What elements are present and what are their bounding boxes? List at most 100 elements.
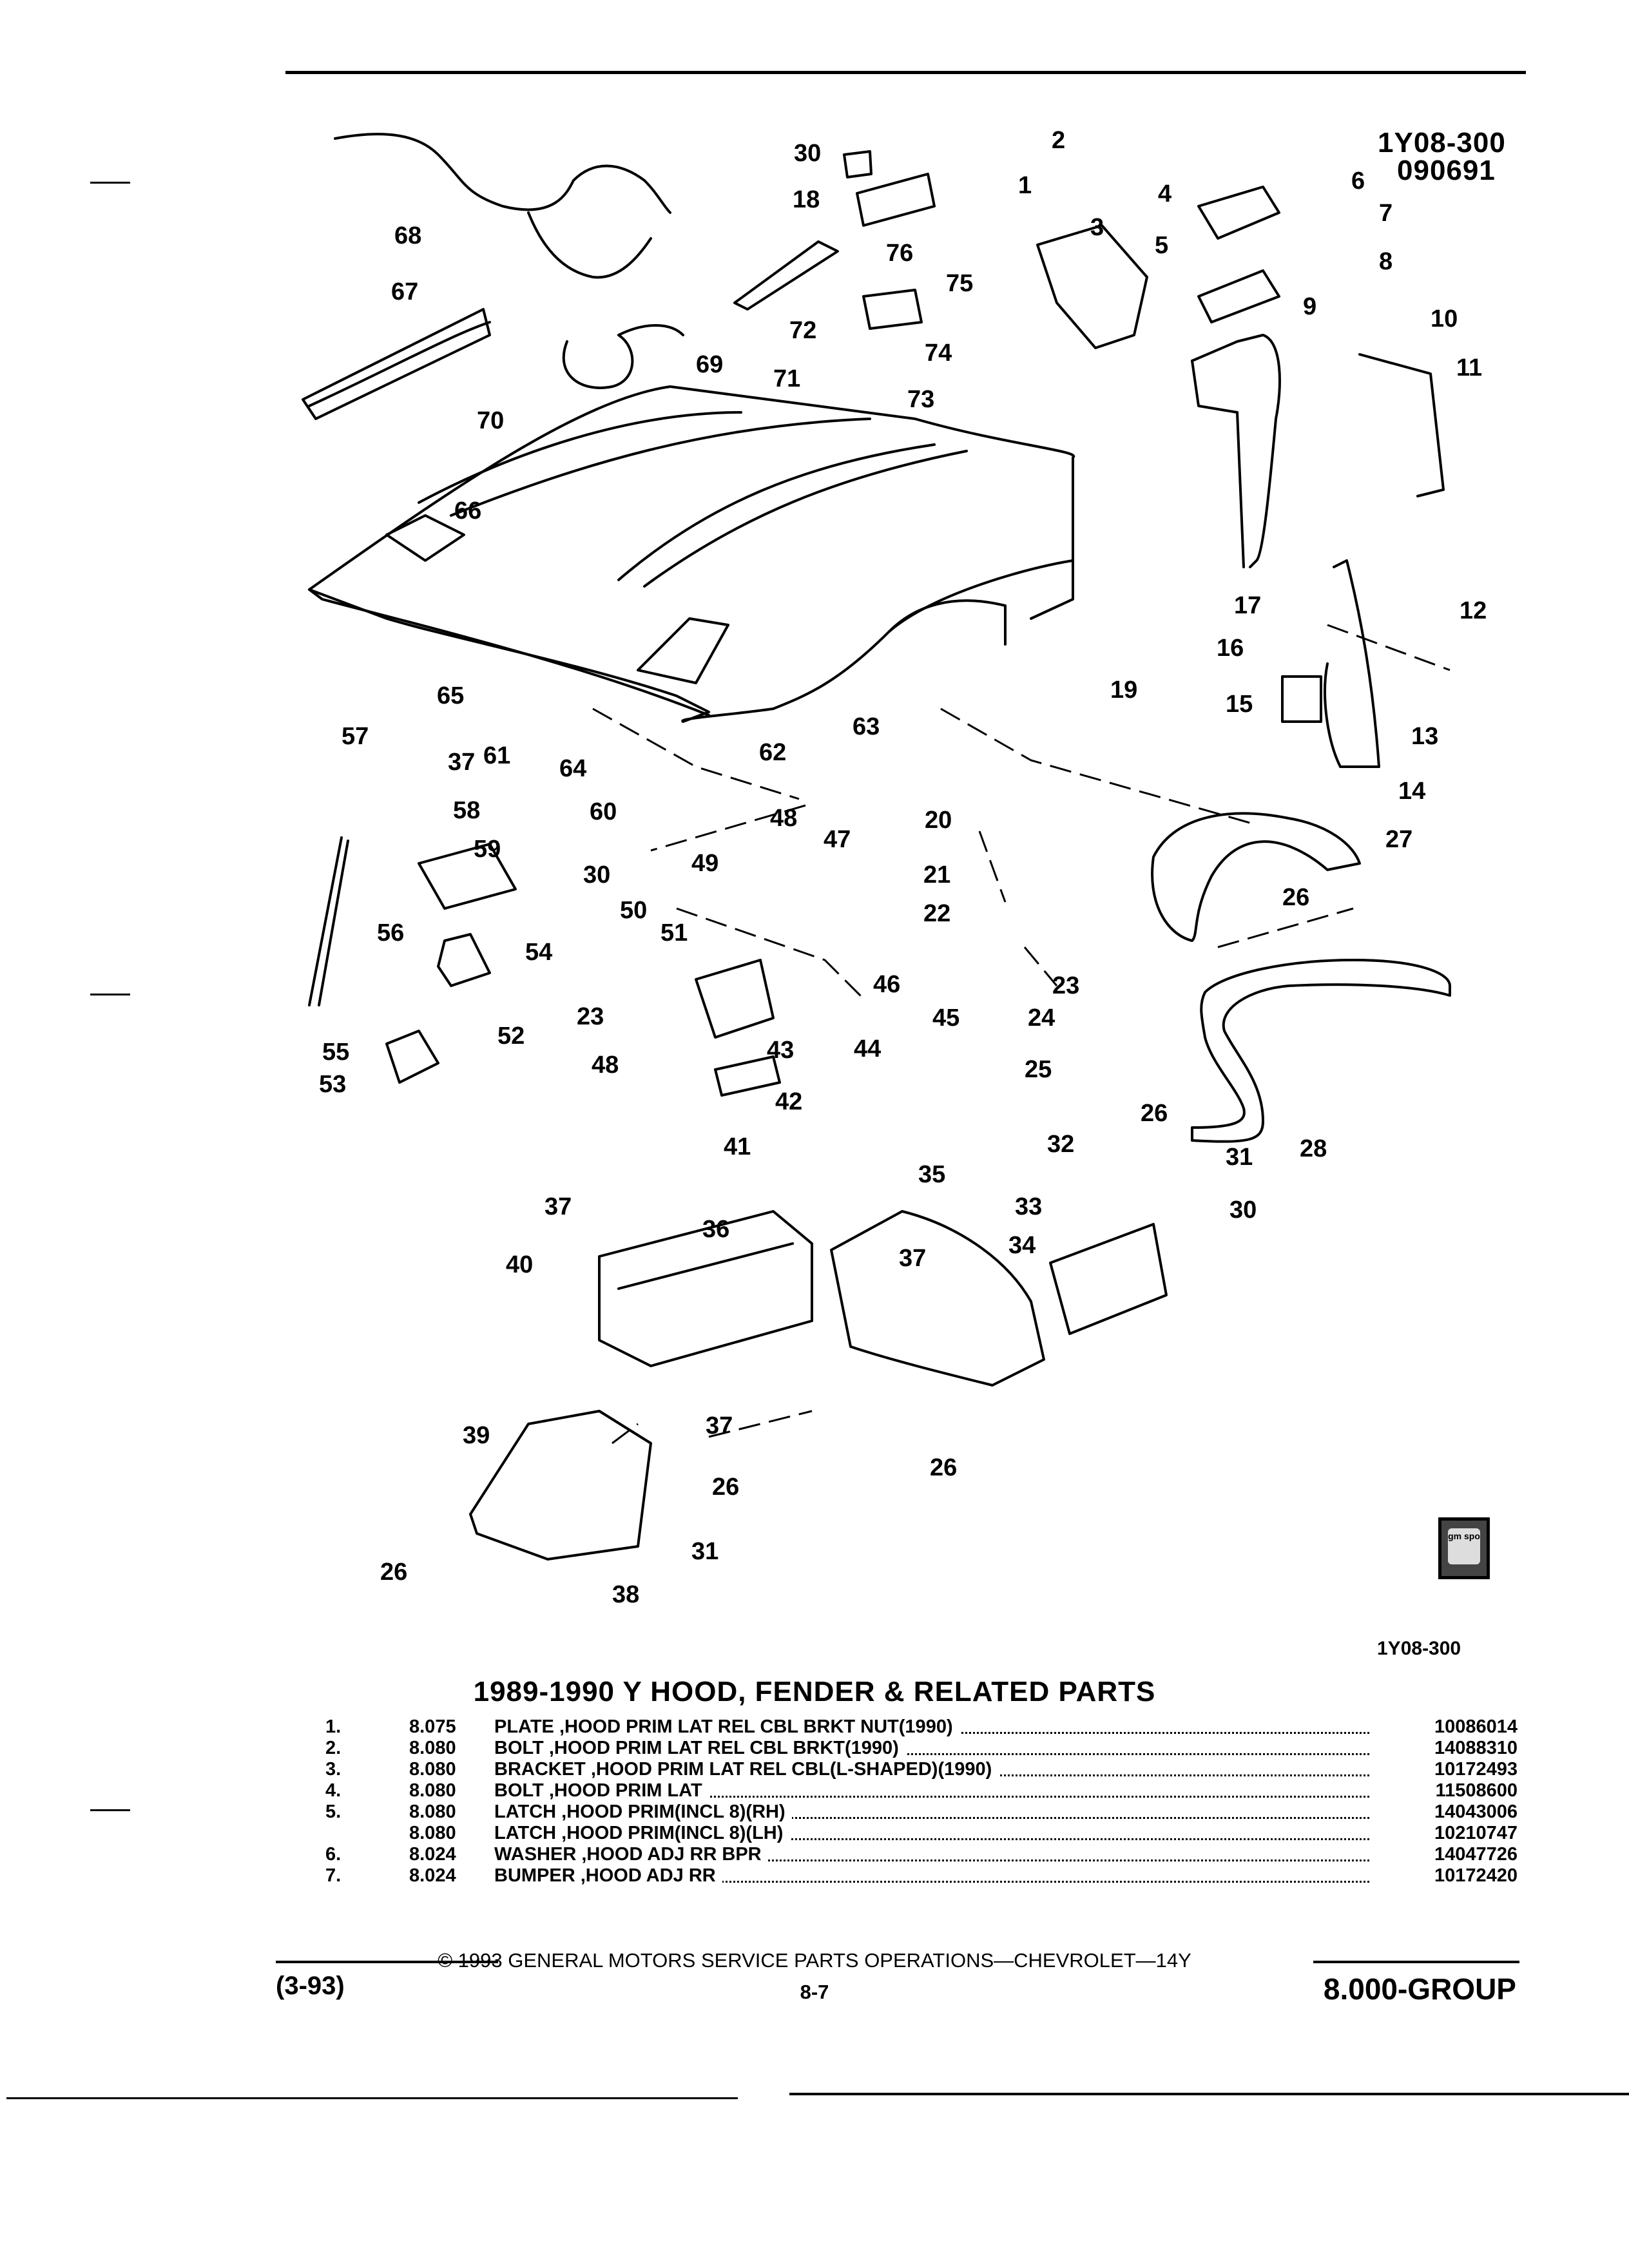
callout-48b: 48 [592,1052,619,1079]
part-number: 14088310 [1371,1738,1518,1759]
callout-43: 43 [767,1037,794,1064]
part-description: BOLT ,HOOD PRIM LAT REL CBL BRKT(1990) [494,1738,905,1759]
callout-67: 67 [391,278,418,305]
callout-71: 71 [773,365,800,392]
callout-26b: 26 [1141,1100,1168,1127]
part-code: 8.080 [409,1759,456,1780]
callout-73: 73 [907,386,934,413]
part-description: BRACKET ,HOOD PRIM LAT REL CBL(L-SHAPED)… [494,1759,999,1780]
gm-spo-logo-text: gm spo [1448,1528,1480,1564]
callout-59: 59 [474,836,501,863]
callout-76: 76 [886,240,913,267]
callout-75: 75 [946,270,973,297]
callout-54: 54 [525,939,552,966]
callout-19: 19 [1110,677,1137,704]
callout-27: 27 [1385,826,1412,853]
callout-17: 17 [1234,592,1261,619]
callout-33: 33 [1015,1193,1042,1220]
callout-30b: 30 [583,861,610,889]
parts-list: 1. 8.075 PLATE ,HOOD PRIM LAT REL CBL BR… [325,1716,1518,1887]
margin-mark [90,994,130,995]
callout-56: 56 [377,919,404,947]
copyright-line: © 1993 GENERAL MOTORS SERVICE PARTS OPER… [438,1949,1191,1972]
part-code: 8.024 [409,1865,456,1886]
callout-68: 68 [394,222,421,249]
section-title: 1989-1990 Y HOOD, FENDER & RELATED PARTS [473,1676,1156,1707]
callout-25: 25 [1025,1056,1052,1083]
callout-44: 44 [854,1035,881,1062]
callout-15: 15 [1226,691,1253,718]
callout-30: 30 [794,140,821,167]
callout-37: 37 [448,749,475,776]
callout-32: 32 [1047,1131,1074,1158]
callout-64: 64 [559,755,586,782]
leader-dots [494,1865,1369,1883]
callout-23: 23 [1052,972,1079,999]
part-number: 10172493 [1371,1759,1518,1780]
callout-72: 72 [789,317,816,344]
gm-spo-logo: gm spo [1438,1517,1490,1579]
callout-12: 12 [1460,597,1487,624]
callout-52: 52 [497,1023,525,1050]
callout-9: 9 [1303,293,1316,320]
part-description: LATCH ,HOOD PRIM(INCL 8)(RH) [494,1802,792,1823]
list-item: 8.080 LATCH ,HOOD PRIM(INCL 8)(LH) 10210… [325,1823,1518,1844]
margin-mark [90,1809,130,1811]
callout-8: 8 [1379,248,1393,275]
callout-10: 10 [1431,305,1458,332]
callout-66: 66 [454,497,481,524]
callout-53: 53 [319,1071,346,1098]
list-item: 7. 8.024 BUMPER ,HOOD ADJ RR 10172420 [325,1865,1518,1887]
bottom-rule-left [6,2097,738,2099]
callout-26e: 26 [380,1559,407,1586]
callout-49: 49 [691,850,718,877]
part-description: WASHER ,HOOD ADJ RR BPR [494,1844,768,1865]
callout-70: 70 [477,407,504,434]
callout-48: 48 [770,805,797,832]
diagram-caption-id: 1Y08-300 [1377,1638,1461,1659]
callout-37c: 37 [899,1245,926,1272]
list-item: 5. 8.080 LATCH ,HOOD PRIM(INCL 8)(RH) 14… [325,1802,1518,1823]
footer-rule-left [276,1961,498,1963]
callout-69: 69 [696,351,723,378]
callout-41: 41 [724,1133,751,1160]
callout-6: 6 [1351,168,1365,195]
callout-2: 2 [1052,127,1065,154]
part-code: 8.080 [409,1802,456,1822]
date-code: (3-93) [276,1972,345,2000]
callout-26: 26 [1282,884,1309,911]
callout-21: 21 [923,861,950,889]
list-item: 3. 8.080 BRACKET ,HOOD PRIM LAT REL CBL(… [325,1759,1518,1780]
callout-5: 5 [1155,232,1168,259]
callout-57: 57 [342,723,369,750]
callout-18: 18 [793,186,820,213]
part-description: PLATE ,HOOD PRIM LAT REL CBL BRKT NUT(19… [494,1716,959,1738]
footer-rule-right [1313,1961,1519,1963]
callout-42: 42 [775,1088,802,1115]
callout-39: 39 [463,1422,490,1449]
part-index: 7. [325,1865,342,1886]
part-index: 1. [325,1716,342,1737]
callout-23b: 23 [577,1003,604,1030]
callout-65: 65 [437,682,464,709]
part-index: 5. [325,1802,342,1822]
callout-20: 20 [925,807,952,834]
callout-13: 13 [1411,723,1438,750]
callout-16: 16 [1217,635,1244,662]
callout-38: 38 [612,1581,639,1608]
part-number: 10172420 [1371,1865,1518,1887]
part-index: 6. [325,1844,342,1865]
part-code: 8.080 [409,1780,456,1801]
callout-34: 34 [1008,1232,1036,1259]
callout-61: 61 [483,742,510,769]
callout-50: 50 [620,897,647,924]
callout-7: 7 [1379,200,1393,227]
part-code: 8.075 [409,1716,456,1737]
callout-26c: 26 [930,1454,957,1481]
callout-58: 58 [453,797,480,824]
callout-4: 4 [1158,180,1171,207]
part-description: BOLT ,HOOD PRIM LAT [494,1780,709,1802]
bottom-rule-right [789,2093,1629,2095]
callout-40: 40 [506,1251,533,1278]
top-rule [285,71,1526,74]
